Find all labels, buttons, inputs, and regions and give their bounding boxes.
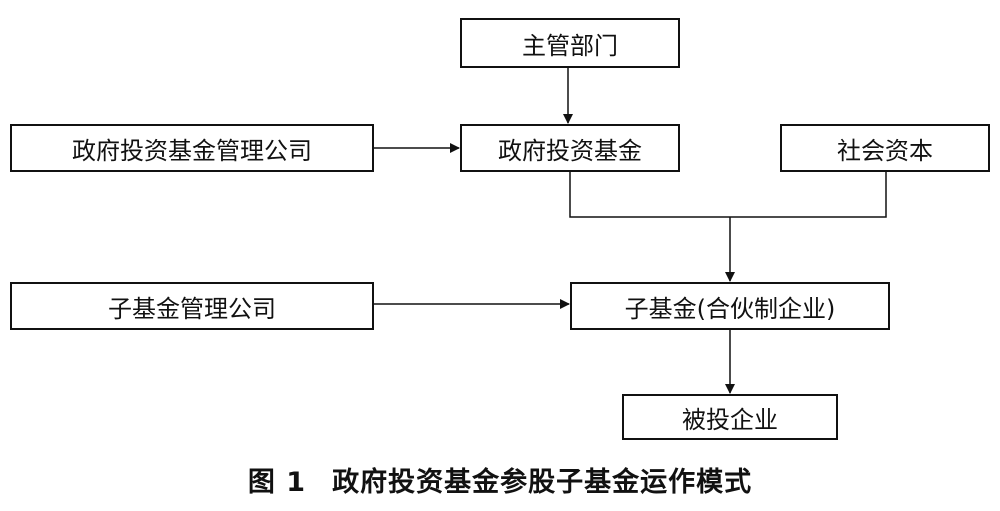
figure-caption: 图 1 政府投资基金参股子基金运作模式 (0, 460, 1000, 499)
node-label: 被投企业 (682, 405, 778, 434)
node-social-capital: 社会资本 (780, 124, 990, 172)
node-label: 政府投资基金 (498, 136, 642, 165)
node-label: 政府投资基金管理公司 (72, 136, 312, 165)
node-competent-department: 主管部门 (460, 18, 680, 68)
merge-line-fund-and-capital (569, 172, 887, 218)
node-government-investment-fund: 政府投资基金 (460, 124, 680, 172)
figure-number: 图 1 (247, 467, 307, 498)
node-label: 社会资本 (837, 136, 933, 165)
node-label: 子基金(合伙制企业) (624, 294, 836, 323)
node-sub-fund: 子基金(合伙制企业) (570, 282, 890, 330)
node-sub-fund-management-company: 子基金管理公司 (10, 282, 374, 330)
node-government-fund-management-company: 政府投资基金管理公司 (10, 124, 374, 172)
node-invested-enterprise: 被投企业 (622, 394, 838, 440)
node-label: 主管部门 (522, 31, 618, 60)
figure-title: 政府投资基金参股子基金运作模式 (332, 467, 753, 498)
node-label: 子基金管理公司 (108, 294, 276, 323)
